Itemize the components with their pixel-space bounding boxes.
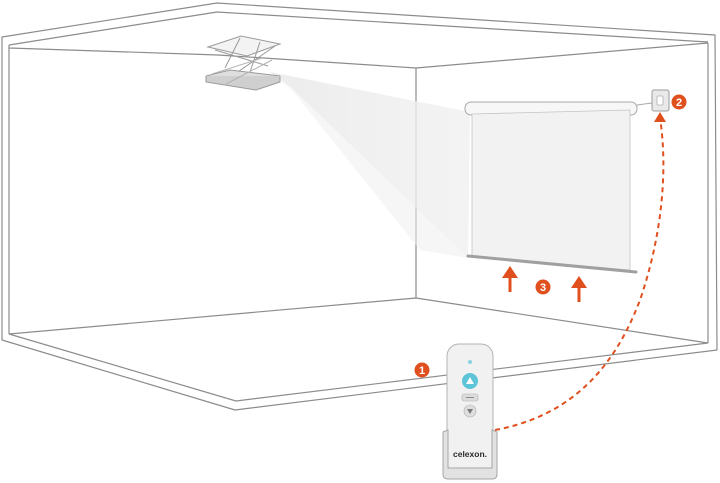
step-badge-receiver: 2 [671,94,687,110]
up-triangle-icon [466,377,474,384]
screen-bottom-bar [466,254,638,274]
remote-indicator-light [468,360,472,364]
room-floor-front-edge [8,333,709,402]
step-badge-screen: 3 [535,279,551,295]
projection-beam-upper [270,72,470,258]
room-wireframe [1,2,718,411]
signal-arrow-head [654,112,666,122]
screen-up-arrow-right [571,276,587,302]
down-triangle-icon [467,409,473,414]
ceiling-projector-mount [205,35,282,91]
remote-brand-label: celexon. [453,449,487,459]
step-badge-screen-label: 3 [540,282,546,294]
wireless-signal-path [494,117,665,431]
step-badge-remote: 1 [414,362,430,378]
room-outer-edge [1,2,718,411]
projection-screen [464,101,653,274]
receiver-cable [636,102,653,106]
screen-up-arrow-left [502,266,518,292]
step-badge-remote-label: 1 [419,365,425,377]
screen-fabric [471,109,631,271]
wireless-receiver [651,89,670,112]
room-ceiling-edge [8,11,709,46]
remote-wall-holder [442,429,498,480]
remote-control: celexon. [442,343,498,480]
room-ceiling-back-edge [8,42,709,69]
step-badge-receiver-label: 2 [676,97,682,109]
room-floor-back-edge [8,297,709,344]
